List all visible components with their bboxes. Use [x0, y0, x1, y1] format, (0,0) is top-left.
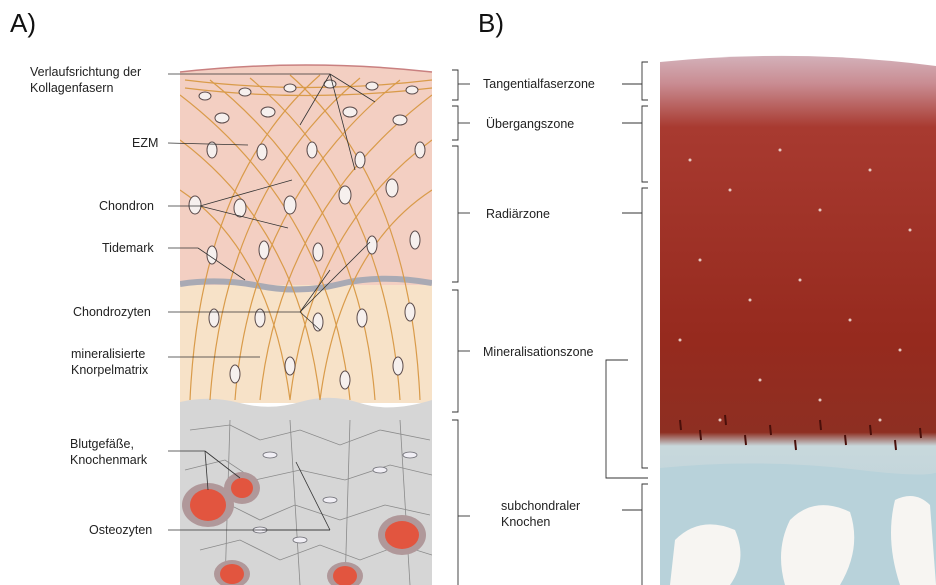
- label-tidemark: Tidemark: [102, 240, 154, 256]
- label-ezm: EZM: [132, 135, 158, 151]
- label-osteozyten: Osteozyten: [89, 522, 152, 538]
- zone-label-radial: Radiärzone: [486, 206, 550, 222]
- zone-label-transition: Übergangszone: [486, 116, 574, 132]
- label-chondron: Chondron: [99, 198, 154, 214]
- schematic-cartilage: [180, 55, 432, 585]
- zone-label-mineral: Mineralisationszone: [483, 344, 593, 360]
- calcified-zone: [180, 285, 432, 403]
- histology-photo: [660, 40, 936, 585]
- zone-label-tangential: Tangentialfaserzone: [483, 76, 595, 92]
- label-vessels-marrow: Blutgefäße,Knochenmark: [70, 436, 147, 468]
- label-chondrozyten: Chondrozyten: [73, 304, 151, 320]
